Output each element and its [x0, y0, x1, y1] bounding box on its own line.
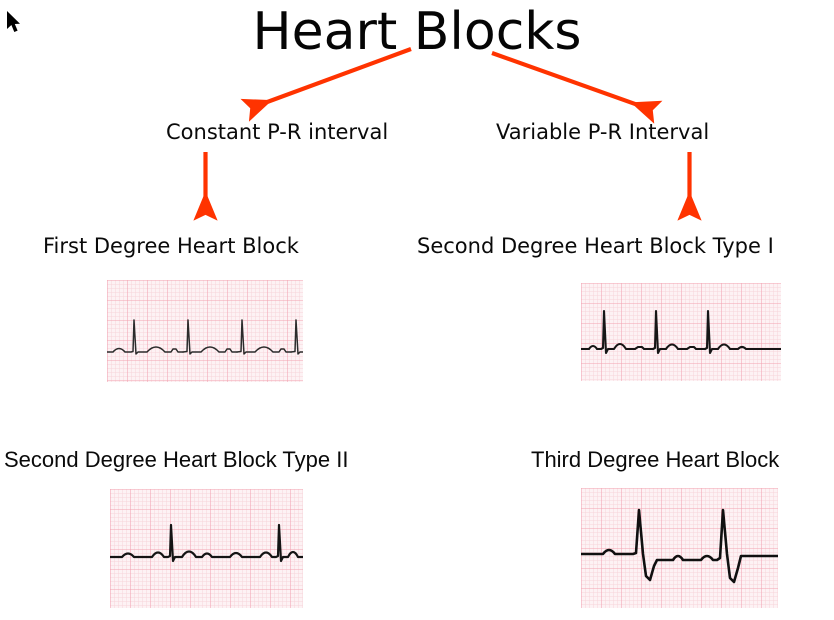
second-degree-type-1-ecg [581, 283, 781, 381]
label-second-degree-type-1: Second Degree Heart Block Type I [417, 234, 774, 258]
second-degree-type-2-ecg [110, 489, 303, 608]
label-third-degree-heart-block: Third Degree Heart Block [531, 447, 780, 472]
third-degree-ecg [581, 488, 778, 608]
branch-label-variable-pr: Variable P-R Interval [496, 120, 710, 144]
label-second-degree-type-2: Second Degree Heart Block Type II [4, 447, 349, 472]
arrow-title-to-left-branch [240, 47, 412, 122]
mouse-pointer [6, 10, 21, 33]
first-degree-ecg [107, 280, 303, 382]
label-first-degree-heart-block: First Degree Heart Block [43, 234, 299, 258]
arrow-right-branch-down [677, 152, 702, 221]
arrow-title-to-right-branch [491, 51, 663, 124]
branch-label-constant-pr: Constant P-R interval [166, 120, 389, 144]
page-title: Heart Blocks [252, 2, 582, 62]
arrow-left-branch-down [193, 152, 218, 221]
